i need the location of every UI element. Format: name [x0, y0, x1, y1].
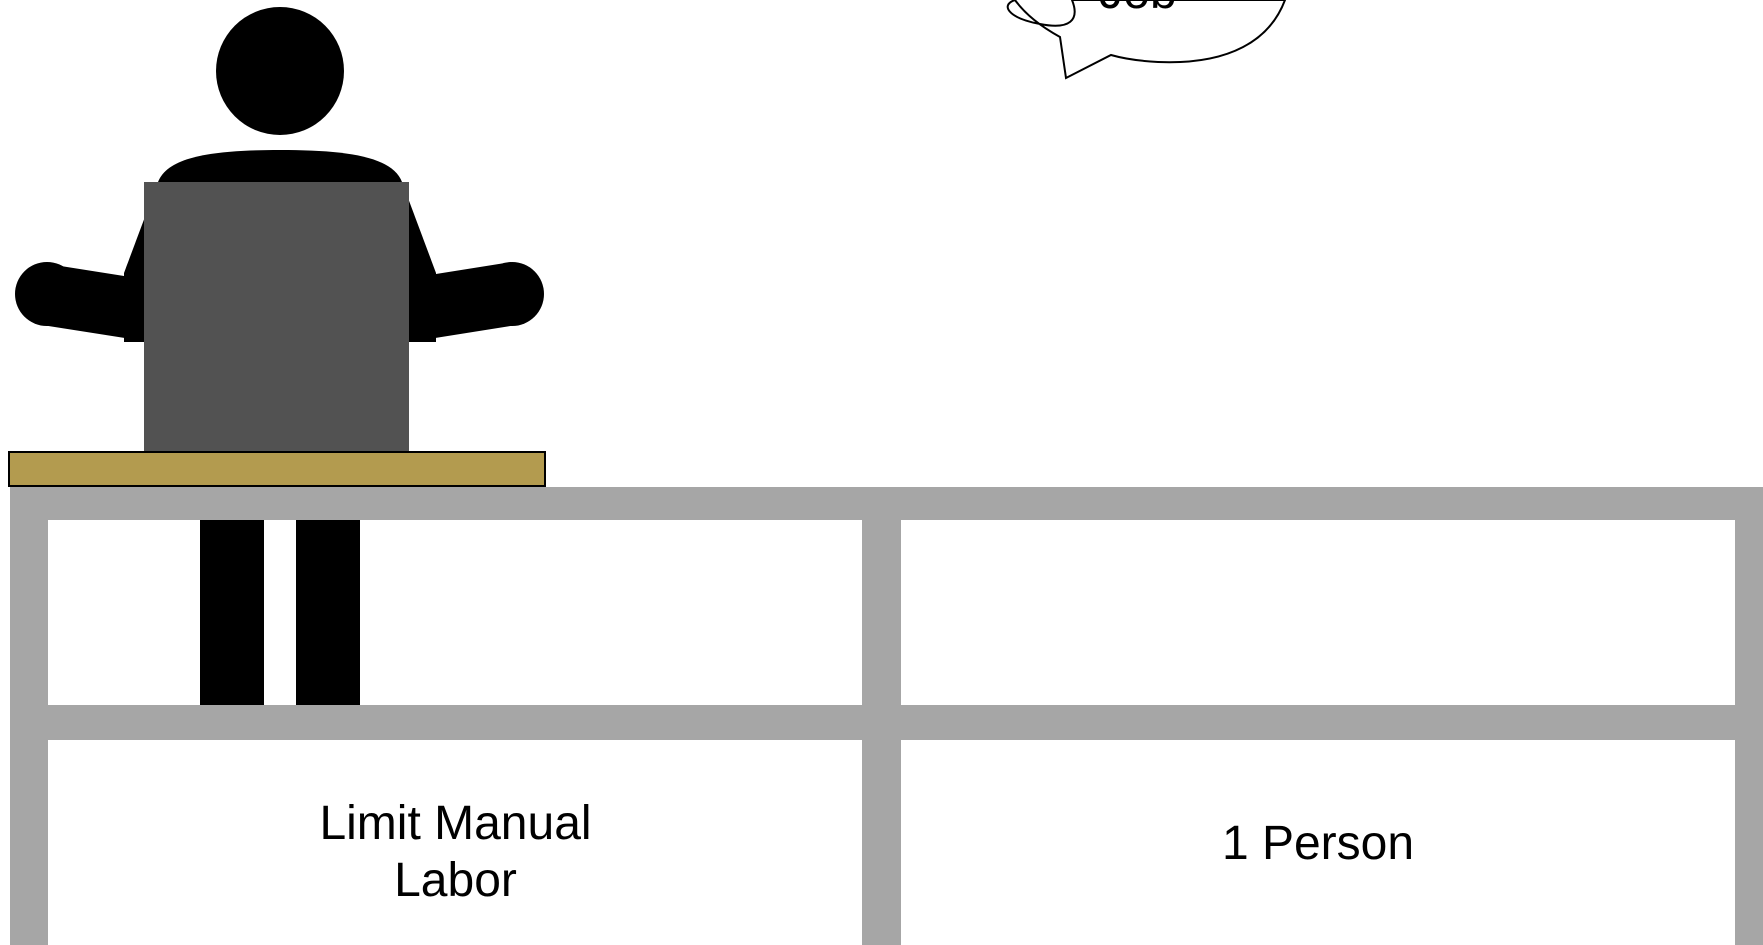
speech-bubble: Job [1008, 0, 1285, 78]
person-head [216, 7, 344, 135]
person-left-hand [15, 262, 79, 326]
carried-box [144, 182, 409, 457]
cell-label-limit-manual-labor: Limit Manual Labor [48, 795, 863, 909]
cell-label-line-1: Limit Manual [48, 795, 863, 852]
speech-bubble-text: Job [1099, 0, 1176, 19]
cell-label-one-person: 1 Person [902, 815, 1734, 872]
person-right-leg [296, 520, 360, 705]
frame-left-post [10, 487, 48, 945]
cell-label-line-2: Labor [48, 852, 863, 909]
platform-plank [9, 452, 545, 486]
frame-right-post [1735, 487, 1763, 945]
person-left-leg [200, 520, 264, 705]
person-right-hand [480, 262, 544, 326]
frame-center-post [862, 487, 901, 945]
